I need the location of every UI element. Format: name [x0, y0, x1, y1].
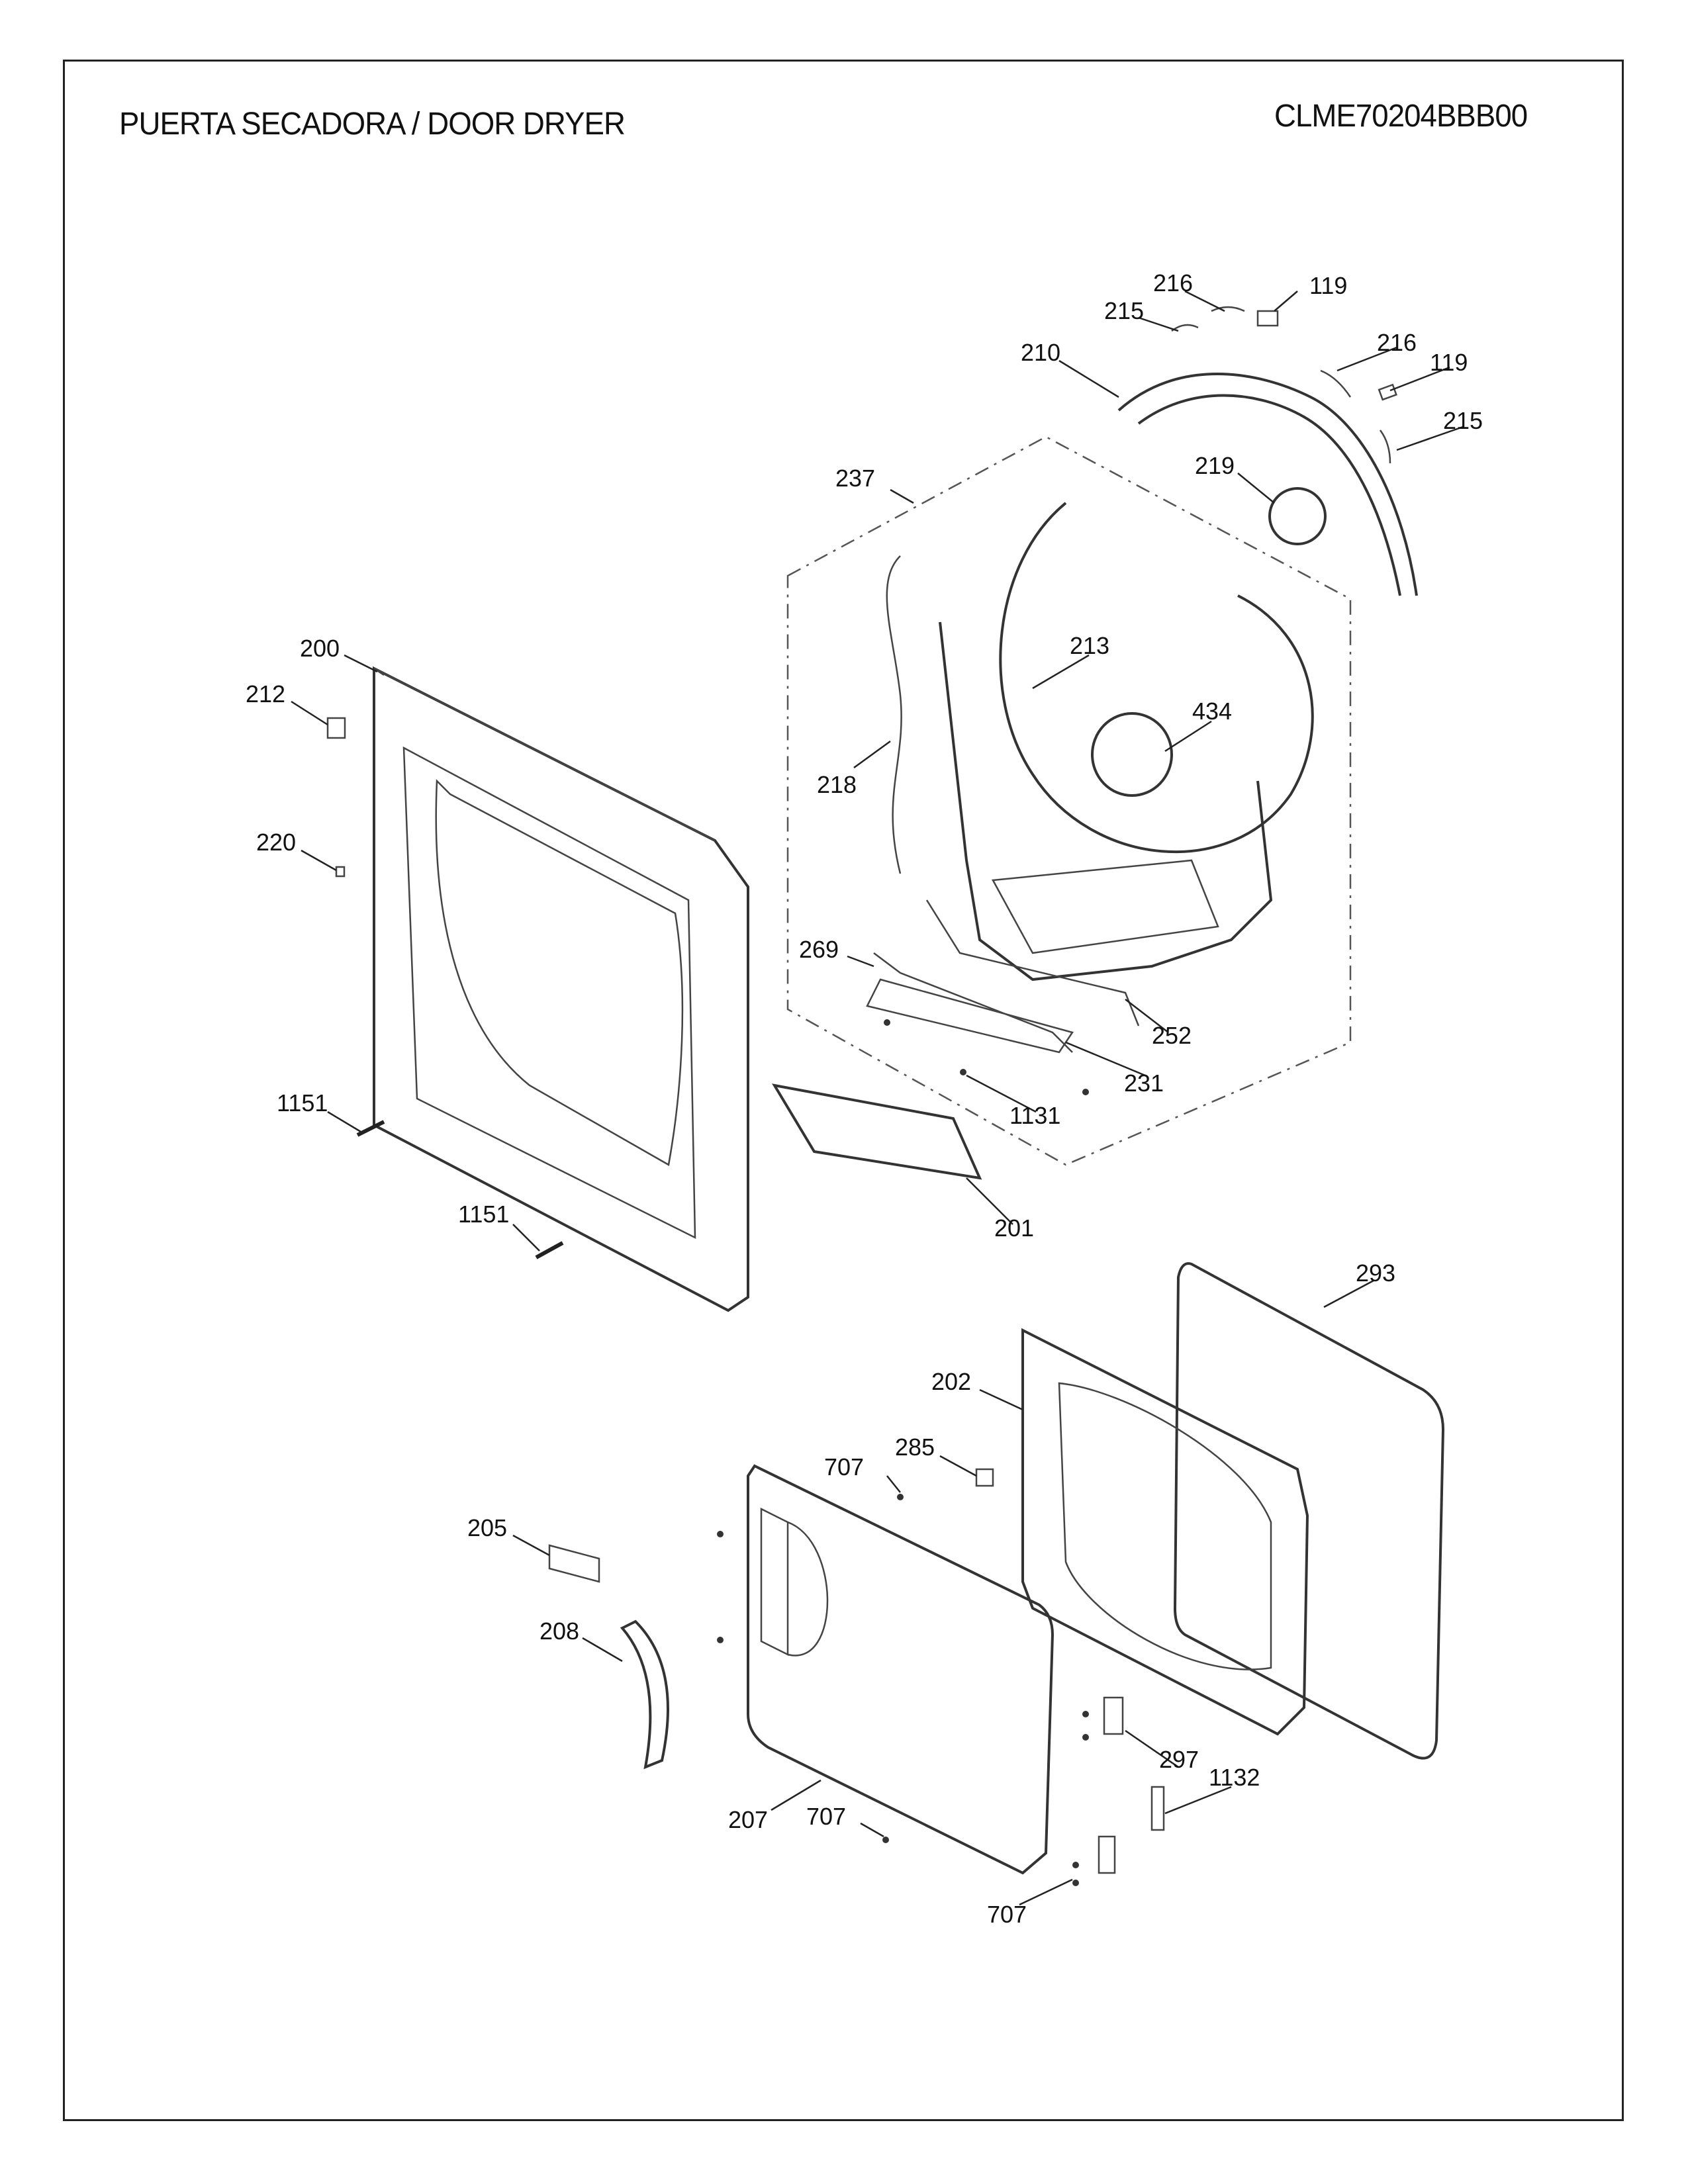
callout: 293 [1356, 1259, 1395, 1287]
callout: 210 [1021, 339, 1060, 366]
callout: 119 [1309, 272, 1347, 299]
callout: 212 [246, 680, 285, 707]
part-285-latch [975, 1468, 994, 1487]
part-231 [866, 978, 1074, 1054]
callout: 201 [994, 1214, 1034, 1242]
drawing-border [63, 60, 1624, 2121]
callout: 1132 [1209, 1764, 1260, 1791]
callout: 220 [256, 829, 296, 856]
callout: 202 [931, 1368, 971, 1395]
part-200-cabinet [373, 666, 749, 1312]
callout: 216 [1153, 269, 1193, 296]
part-434-ring [1091, 712, 1173, 797]
part-201-panel [772, 1083, 982, 1180]
part-252 [925, 899, 1140, 1026]
part-front-bulkhead [939, 621, 1273, 981]
callout: 219 [1195, 452, 1235, 479]
callout: 215 [1104, 297, 1144, 324]
part-205-block [548, 1544, 600, 1583]
part-297-hinge [1103, 1696, 1124, 1735]
part-216 [1211, 306, 1245, 312]
callout: 707 [806, 1803, 846, 1830]
screws [717, 1019, 1089, 1886]
callout-labels: 216 119 215 210 216 119 215 219 237 213 … [246, 269, 1483, 1928]
callout: 252 [1152, 1022, 1192, 1049]
callout: 285 [895, 1433, 935, 1461]
part-220-clip [335, 866, 346, 878]
callout: 707 [987, 1901, 1027, 1928]
callout: 216 [1377, 329, 1417, 356]
part-213-seal [999, 502, 1314, 854]
callout: 205 [467, 1514, 507, 1541]
part-208-handle [620, 1619, 669, 1770]
assembly-boundary [786, 435, 1352, 1166]
callout: 231 [1124, 1069, 1164, 1097]
callout: 1151 [458, 1201, 509, 1228]
callout: 200 [300, 635, 340, 662]
callout: 707 [824, 1453, 864, 1480]
callout: 1131 [1009, 1102, 1060, 1129]
callout: 207 [728, 1806, 768, 1833]
callout: 208 [539, 1617, 579, 1645]
model-number: CLME70204BBB00 [1274, 99, 1528, 134]
part-1151-screw [356, 1120, 385, 1137]
callout: 213 [1070, 632, 1109, 659]
callout: 215 [1443, 407, 1483, 434]
callout: 237 [835, 465, 875, 492]
part-219-ring [1268, 487, 1327, 545]
part-210-duct [1117, 373, 1418, 596]
part-212-switch [326, 717, 346, 739]
callout: 297 [1159, 1746, 1199, 1773]
part-207-outer-door [747, 1464, 1055, 1875]
part-269 [873, 952, 1073, 1053]
callout: 218 [817, 771, 857, 798]
part-293-gasket [1173, 1262, 1445, 1760]
leader-lines [291, 290, 1464, 1906]
part-202-inner-door [1021, 1328, 1309, 1736]
part-218-wire [886, 555, 902, 874]
part-119 [1256, 310, 1279, 327]
callout: 434 [1192, 698, 1232, 725]
callout: 119 [1430, 349, 1468, 376]
part-1132-plate [1150, 1786, 1165, 1831]
callout: 269 [799, 936, 839, 963]
callout: 1151 [277, 1089, 328, 1116]
page-title: PUERTA SECADORA / DOOR DRYER [119, 107, 626, 142]
